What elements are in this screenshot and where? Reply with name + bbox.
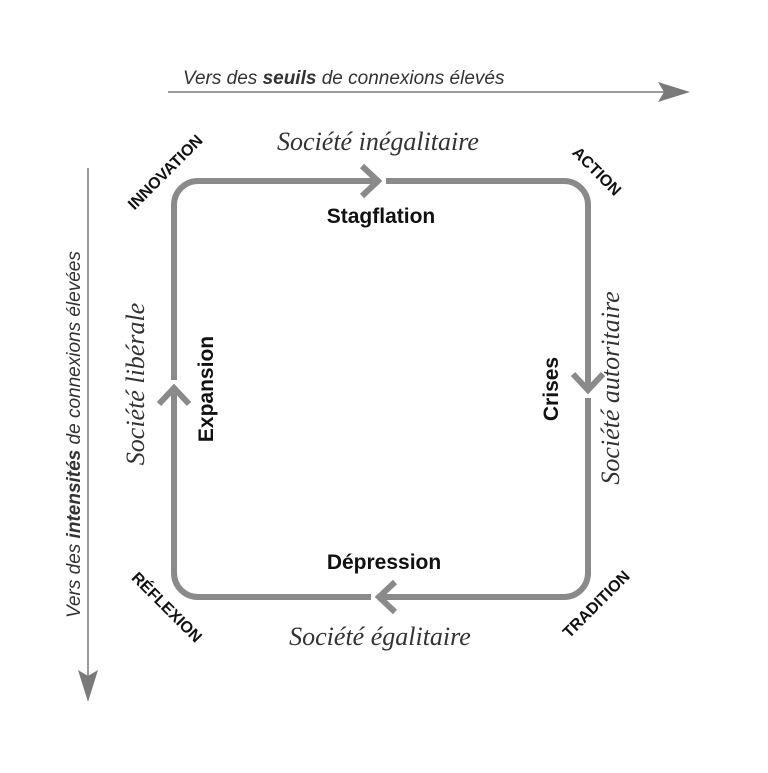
gap-top bbox=[378, 172, 386, 192]
phase-right: Crises bbox=[540, 357, 563, 421]
cycle-path bbox=[171, 178, 591, 600]
corner-top-left: INNOVATION bbox=[125, 132, 206, 213]
left-axis-label-after: de connexions élevées bbox=[64, 251, 85, 450]
phase-top: Stagflation bbox=[327, 205, 436, 228]
cycle-arrowheads bbox=[156, 163, 606, 615]
top-axis-label-before: Vers des bbox=[183, 68, 263, 89]
top-axis-label-emphasis: seuils bbox=[263, 68, 317, 89]
top-axis-label-after: de connexions élevés bbox=[316, 68, 505, 89]
society-top: Société inégalitaire bbox=[277, 127, 479, 156]
left-axis-label-before: Vers des bbox=[64, 538, 85, 618]
top-axis-arrowhead bbox=[658, 82, 690, 102]
society-bottom: Société égalitaire bbox=[289, 622, 471, 651]
society-left: Société libérale bbox=[121, 303, 150, 465]
top-axis: Vers des seuils de connexions élevés bbox=[168, 68, 690, 102]
arrow-up-icon bbox=[156, 383, 192, 407]
left-axis: Vers des intensités de connexions élevée… bbox=[64, 168, 98, 702]
phase-bottom: Dépression bbox=[327, 551, 441, 574]
society-right: Société autoritaire bbox=[596, 291, 625, 484]
phase-left: Expansion bbox=[195, 336, 218, 442]
gap-right bbox=[579, 390, 599, 398]
corner-bottom-right: TRADITION bbox=[560, 568, 634, 642]
arrow-left-icon bbox=[374, 579, 398, 615]
cycle-gaps bbox=[165, 172, 599, 608]
corner-bottom-left: RÉFLEXION bbox=[128, 568, 206, 646]
top-axis-label: Vers des seuils de connexions élevés bbox=[183, 68, 505, 89]
left-axis-label-emphasis: intensités bbox=[64, 450, 85, 539]
arrow-down-icon bbox=[570, 371, 606, 395]
gap-bottom bbox=[371, 588, 379, 608]
left-axis-label: Vers des intensités de connexions élevée… bbox=[64, 251, 85, 618]
corner-top-right: ACTION bbox=[568, 144, 623, 199]
cycle-loop bbox=[171, 178, 591, 600]
left-axis-arrowhead bbox=[78, 670, 98, 702]
arrow-right-icon bbox=[359, 163, 383, 199]
gap-left bbox=[165, 380, 185, 388]
